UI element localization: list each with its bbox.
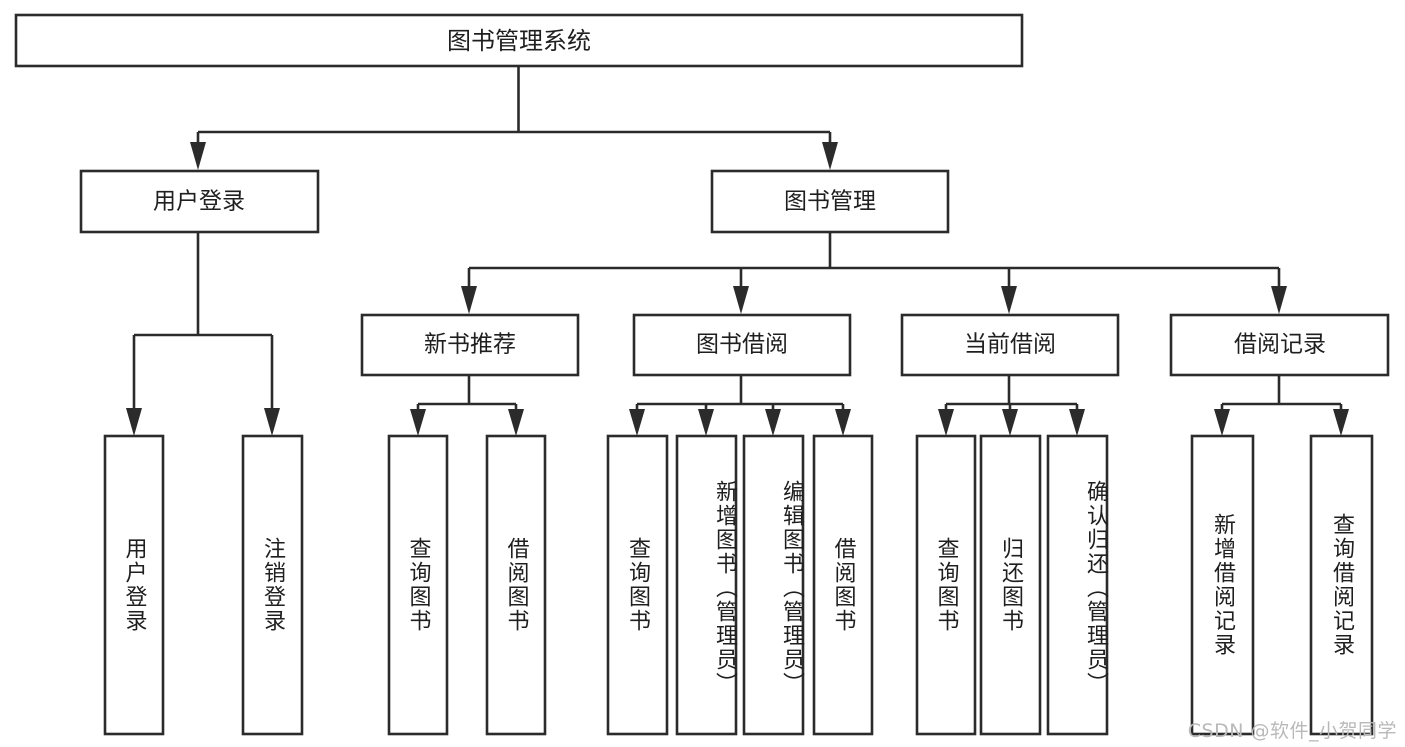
node-root[interactable] bbox=[14, 13, 1024, 68]
node-current-borrow[interactable] bbox=[900, 313, 1120, 377]
arrow-leaf-user-login-2 bbox=[264, 408, 280, 436]
node-new-book-rec[interactable] bbox=[360, 313, 580, 377]
arrow-leaf-currentborrow-1 bbox=[938, 409, 954, 436]
connectors-layer bbox=[126, 66, 1349, 436]
node-book-manage-label: 图书管理 bbox=[784, 189, 876, 215]
arrow-leaf-bookborrow-1 bbox=[629, 409, 645, 436]
node-book-borrow[interactable] bbox=[632, 313, 852, 377]
csdn-watermark: CSDN @软件_小贺同学 bbox=[1187, 720, 1397, 742]
arrow-leaf-newbook-1 bbox=[410, 409, 426, 436]
arrow-leaf-bookborrow-4 bbox=[835, 409, 851, 436]
arrow-leaf-newbook-2 bbox=[508, 409, 524, 436]
leaf-box-current-borrow-2[interactable] bbox=[1046, 434, 1109, 736]
arrow-leaf-borrowrecord-2 bbox=[1333, 409, 1349, 436]
arrow-current-borrow bbox=[1001, 286, 1017, 314]
arrow-leaf-currentborrow-2 bbox=[1002, 409, 1018, 436]
leaf-box-borrow-record-0[interactable] bbox=[1190, 434, 1255, 736]
leaf-box-borrow-record-1[interactable] bbox=[1309, 434, 1374, 736]
leaf-box-user-login-1[interactable] bbox=[241, 434, 304, 736]
arrow-user-login bbox=[190, 142, 206, 170]
node-current-borrow-label: 当前借阅 bbox=[964, 332, 1056, 358]
leaf-box-book-borrow-0[interactable] bbox=[606, 434, 669, 736]
node-user-login-label: 用户登录 bbox=[153, 189, 245, 215]
leaf-box-new-book-rec-0[interactable] bbox=[387, 434, 449, 736]
arrow-leaf-user-login-1 bbox=[126, 408, 142, 436]
nodes-layer: 图书管理系统 用户登录 图书管理 新书推荐 图书借阅 当前借阅 借阅记录 bbox=[14, 13, 1390, 736]
node-borrow-record-label: 借阅记录 bbox=[1234, 332, 1326, 358]
leaf-box-new-book-rec-1[interactable] bbox=[485, 434, 547, 736]
leaf-box-user-login-0[interactable] bbox=[103, 434, 165, 736]
node-book-borrow-label: 图书借阅 bbox=[696, 332, 788, 358]
node-root-label: 图书管理系统 bbox=[447, 27, 591, 55]
node-new-book-rec-label: 新书推荐 bbox=[424, 332, 516, 358]
arrow-book-manage bbox=[822, 142, 838, 170]
arrow-leaf-bookborrow-3 bbox=[765, 409, 781, 436]
arrow-borrow-record bbox=[1271, 286, 1287, 314]
arrow-leaf-borrowrecord-1 bbox=[1214, 409, 1230, 436]
arrow-leaf-currentborrow-3 bbox=[1069, 409, 1085, 436]
leaf-box-book-borrow-3[interactable] bbox=[812, 434, 874, 736]
leaf-box-book-borrow-1[interactable] bbox=[675, 434, 738, 736]
arrow-book-borrow bbox=[733, 286, 749, 314]
node-borrow-record[interactable] bbox=[1169, 313, 1390, 377]
arrow-leaf-bookborrow-2 bbox=[698, 409, 714, 436]
node-user-login[interactable] bbox=[79, 169, 320, 234]
node-book-manage[interactable] bbox=[710, 169, 950, 234]
leaf-box-book-borrow-2[interactable] bbox=[742, 434, 805, 736]
leaf-box-current-borrow-1[interactable] bbox=[979, 434, 1042, 736]
leaf-box-current-borrow-0[interactable] bbox=[915, 434, 977, 736]
arrow-new-book-rec bbox=[461, 286, 477, 314]
